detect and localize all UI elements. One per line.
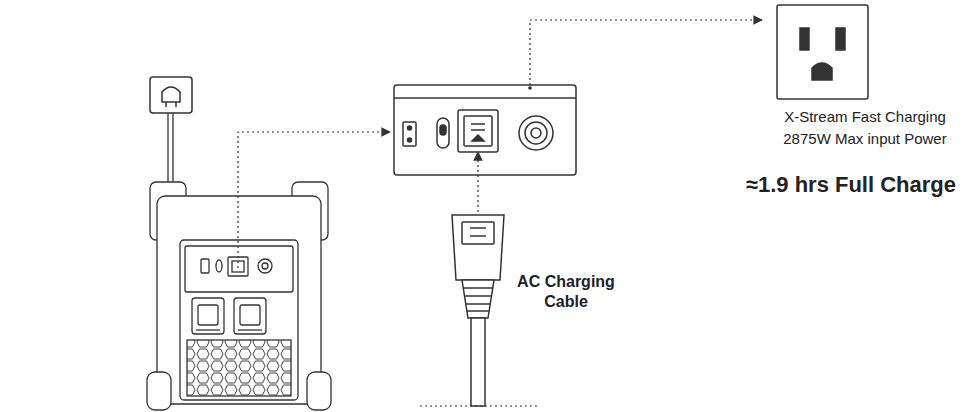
ac-cable <box>452 215 504 406</box>
charge-time: ≈1.9 hrs Full Charge <box>746 172 956 198</box>
outlet-leader <box>530 20 762 85</box>
part-label: AC Charging Cable <box>510 272 622 312</box>
cable-cut-line <box>420 405 540 406</box>
wall-plug-icon <box>150 77 192 113</box>
spec-note: X-Stream Fast Charging 2875W Max input P… <box>774 106 956 150</box>
zoom-leader <box>238 132 390 268</box>
power-station <box>147 182 331 410</box>
leader-dot <box>528 86 532 90</box>
wall-outlet <box>777 5 868 99</box>
port-panel <box>394 85 576 175</box>
cable-leader <box>477 152 478 212</box>
